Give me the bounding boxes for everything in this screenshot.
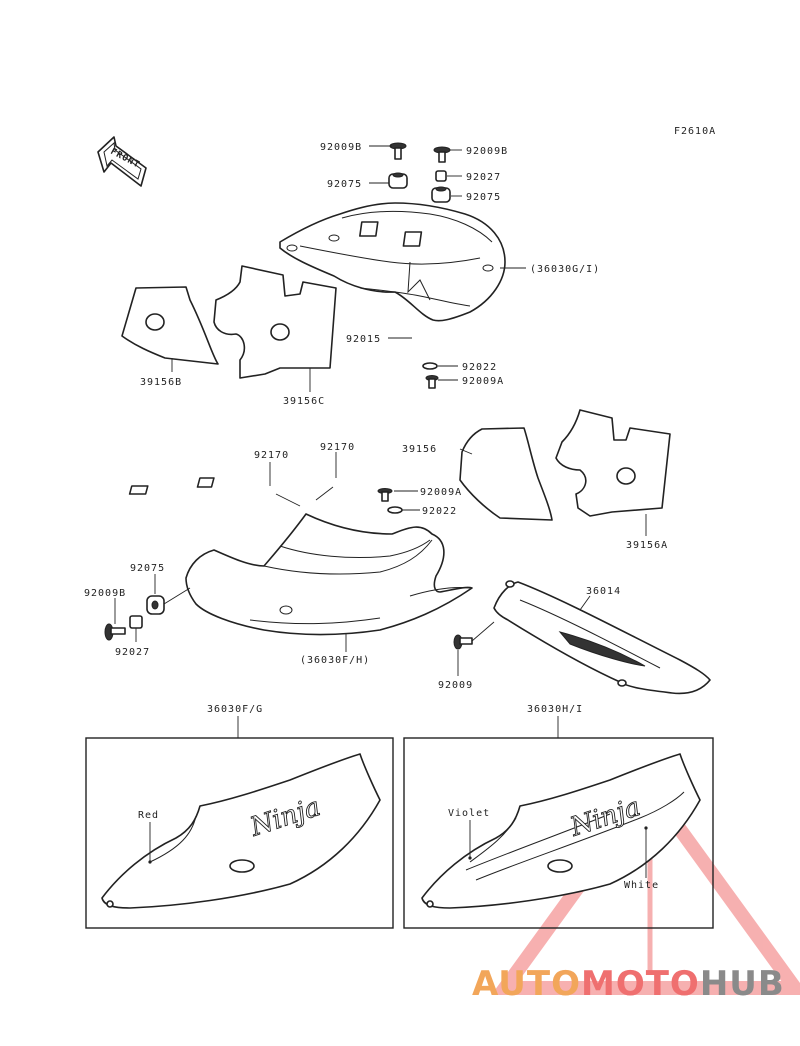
washer-92022-top [422, 362, 438, 370]
label-36030fh: (36030F/H) [300, 655, 370, 666]
reference-code: F2610A [674, 126, 716, 137]
label-36030fg: 36030F/G [207, 704, 263, 715]
label-92009b-left: 92009B [320, 142, 362, 153]
label-36030gi: (36030G/I) [530, 264, 600, 275]
watermark-auto: AUTO [472, 964, 581, 1004]
watermark-logo: AUTOMOTOHUB [472, 964, 785, 1004]
grommet-92075-low [146, 595, 165, 615]
collar-92027-low [129, 615, 143, 629]
label-92027-top: 92027 [466, 172, 501, 183]
collar-92027-top [435, 170, 447, 182]
color-label-violet: Violet [448, 808, 490, 819]
bolt-92009b-left [389, 142, 407, 160]
variant-box-36030fg: Ninja Red [85, 737, 394, 929]
label-92075-left: 92075 [327, 179, 362, 190]
front-arrow-icon: FRONT [97, 136, 147, 187]
label-92009b-right: 92009B [466, 146, 508, 157]
label-92022-top: 92022 [462, 362, 497, 373]
label-39156a: 39156A [626, 540, 668, 551]
label-92170-left: 92170 [254, 450, 289, 461]
label-92009b-low: 92009B [84, 588, 126, 599]
bolt-92009b-low [104, 623, 126, 641]
pad-39156c [213, 265, 337, 379]
label-92022-mid: 92022 [422, 506, 457, 517]
bolt-92009a-mid [377, 488, 393, 502]
label-36014: 36014 [586, 586, 621, 597]
label-39156: 39156 [402, 444, 437, 455]
bolt-92009 [453, 634, 473, 650]
pad-39156a [555, 409, 671, 517]
label-92170-right: 92170 [320, 442, 355, 453]
tail-cowl-upper-36030gi [279, 202, 506, 322]
bolt-92009b-right [433, 146, 451, 163]
color-label-white: White [624, 880, 659, 891]
label-92075-right: 92075 [466, 192, 501, 203]
clip-92170-right [196, 477, 215, 488]
grommet-92075-right [431, 186, 451, 203]
leader-lines-top [171, 145, 526, 392]
label-36030hi: 36030H/I [527, 704, 583, 715]
washer-92022-mid [387, 506, 403, 514]
grommet-92075-left [388, 172, 408, 189]
label-92075-low: 92075 [130, 563, 165, 574]
label-39156b: 39156B [140, 377, 182, 388]
clip-92170-left [128, 485, 149, 495]
label-92015: 92015 [346, 334, 381, 345]
label-92009: 92009 [438, 680, 473, 691]
color-label-red: Red [138, 810, 159, 821]
tail-cowl-lower-36030fh [185, 513, 473, 636]
pad-39156 [459, 427, 553, 521]
watermark-hub: HUB [699, 964, 785, 1004]
leader-lines-middle [114, 448, 647, 676]
label-39156c: 39156C [283, 396, 325, 407]
variant-box-36030hi: Ninja Violet White [403, 737, 714, 929]
label-92009a-mid: 92009A [420, 487, 462, 498]
pad-39156b [121, 286, 219, 365]
bolt-92009a-top [425, 375, 439, 389]
label-92009a-top: 92009A [462, 376, 504, 387]
chain-cover-36014 [493, 580, 711, 695]
watermark-moto: MOTO [580, 964, 700, 1004]
label-92027-low: 92027 [115, 647, 150, 658]
